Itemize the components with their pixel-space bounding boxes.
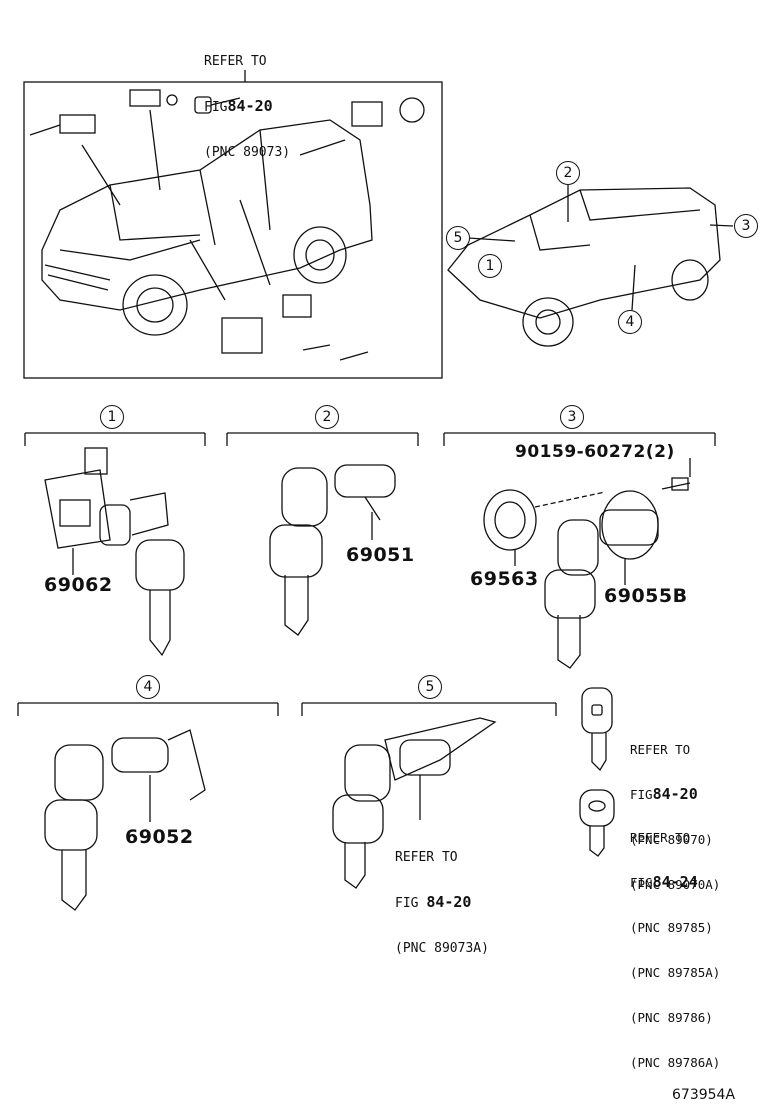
- key-refer-1-pnc-1: (PNC 89070): [630, 832, 713, 847]
- part-number-69055B[interactable]: 69055B: [604, 585, 688, 607]
- box-bracket-icon: [221, 317, 263, 354]
- section5-refer-fig: FIG: [395, 896, 419, 911]
- section-2-label: 2: [315, 405, 339, 429]
- box-trunk-lock-icon: [282, 294, 312, 318]
- part-number-69051[interactable]: 69051: [346, 544, 415, 566]
- key-refer-2-pnc-1: (PNC 89785): [630, 920, 713, 935]
- section-1-label: 1: [100, 405, 124, 429]
- overview-vehicle-icon: [447, 185, 734, 347]
- box-door-lock-icon: [129, 89, 178, 107]
- key-refer-1-fig-number: 84-20: [652, 785, 698, 803]
- part-number-69563[interactable]: 69563: [470, 568, 539, 590]
- top-refer-note: REFER TO FIG84-20 (PNC 89073): [204, 24, 290, 175]
- part-number-90159-60272[interactable]: 90159-60272(2): [515, 442, 675, 462]
- part-number-69052[interactable]: 69052: [125, 826, 194, 848]
- car-callout-5: 5: [446, 226, 470, 250]
- section5-ignition-cylinder-icon: [384, 717, 497, 820]
- key-refer-2-fig-number: 84-24: [652, 873, 698, 891]
- section1-lock-assembly-icon: [44, 447, 169, 575]
- top-refer-pnc: (PNC 89073): [204, 145, 291, 160]
- exploded-view-frame: [23, 81, 443, 379]
- remote-key-icon-1: [581, 687, 613, 772]
- section4-lock-cylinder-icon: [111, 729, 206, 822]
- section3-bezel-icon: [483, 489, 537, 566]
- section2-key-icon: [269, 467, 328, 636]
- car-callout-3: 3: [734, 214, 758, 238]
- section1-key-icon: [135, 539, 185, 657]
- key-refer-2-pnc-2: (PNC 89785A): [630, 965, 721, 980]
- section-5-label: 5: [418, 675, 442, 699]
- key-refer-1-pnc-2: (PNC 89070A): [630, 877, 721, 892]
- section4-key-icon: [44, 744, 104, 911]
- car-callout-4: 4: [618, 310, 642, 334]
- key-refer-2-pnc-3: (PNC 89786): [630, 1010, 713, 1025]
- top-refer-fig: FIG: [204, 100, 228, 115]
- key-refer-2-fig: FIG: [630, 875, 653, 890]
- key-refer-2-pnc-4: (PNC 89786A): [630, 1055, 721, 1070]
- section5-refer-pnc: (PNC 89073A): [395, 941, 489, 956]
- section5-refer-fig-number: 84-20: [426, 893, 472, 911]
- section3-lock-cylinder-icon: [599, 490, 659, 585]
- section3-key-icon: [544, 519, 599, 669]
- box-screw-icon: [302, 344, 369, 361]
- section5-key-icon: [332, 744, 391, 889]
- key-refer-1-fig: FIG: [630, 787, 653, 802]
- car-callout-1: 1: [478, 254, 502, 278]
- box-back-lock-icon: [351, 97, 425, 127]
- part-number-69062[interactable]: 69062: [44, 574, 113, 596]
- section5-refer-note: REFER TO FIG 84-20 (PNC 89073A): [395, 820, 489, 971]
- car-callout-2: 2: [556, 161, 580, 185]
- remote-key-icon-2: [579, 789, 615, 857]
- box-ignition-lock-icon: [29, 114, 96, 136]
- box-key-icon: [194, 96, 241, 114]
- key-refer-note-1: REFER TO FIG84-20 (PNC 89070) (PNC 89070…: [630, 712, 720, 907]
- top-refer-fig-number: 84-20: [227, 97, 273, 115]
- key-refer-2-line1: REFER TO: [630, 830, 691, 845]
- section-4-label: 4: [136, 675, 160, 699]
- top-refer-line1: REFER TO: [204, 54, 267, 69]
- section3-bolt-icon: [661, 458, 691, 491]
- key-refer-note-2: REFER TO FIG84-24 (PNC 89785) (PNC 89785…: [630, 800, 720, 1085]
- section-3-label: 3: [560, 405, 584, 429]
- diagram-id: 673954A: [672, 1087, 736, 1103]
- section2-lock-cylinder-icon: [334, 464, 396, 540]
- section5-refer-line1: REFER TO: [395, 850, 458, 865]
- exploded-vehicle-icon: [41, 119, 373, 336]
- key-refer-1-line1: REFER TO: [630, 742, 691, 757]
